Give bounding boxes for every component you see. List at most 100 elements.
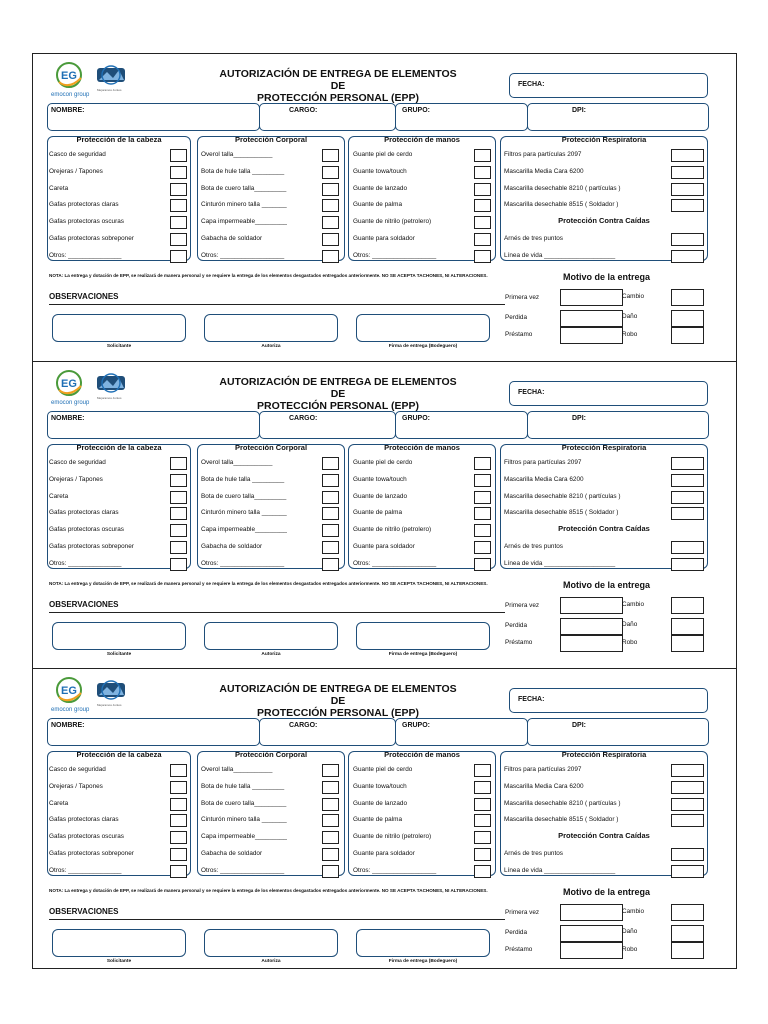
item-checkbox[interactable] [322,848,339,861]
item-checkbox[interactable] [474,831,491,845]
item-checkbox[interactable] [474,541,491,554]
item-checkbox[interactable] [474,233,491,246]
item-checkbox[interactable] [474,249,491,263]
dano-box[interactable] [671,925,704,942]
item-checkbox[interactable] [671,814,704,828]
item-checkbox[interactable] [474,764,491,777]
item-checkbox[interactable] [322,524,339,538]
item-checkbox[interactable] [170,233,187,246]
robo-box[interactable] [671,635,704,652]
cambio-box[interactable] [671,289,704,306]
item-checkbox[interactable] [170,199,187,213]
item-checkbox[interactable] [170,473,187,487]
item-checkbox[interactable] [322,557,339,571]
item-checkbox[interactable] [170,149,187,162]
item-checkbox[interactable] [474,848,491,861]
item-checkbox[interactable] [671,457,704,470]
primera-vez-box[interactable] [560,289,623,306]
item-checkbox[interactable] [322,249,339,263]
grupo-field[interactable]: GRUPO: [395,103,528,131]
fecha-field[interactable]: FECHA: [509,73,708,98]
item-checkbox[interactable] [474,524,491,538]
primera-vez-box[interactable] [560,904,623,921]
item-checkbox[interactable] [170,848,187,861]
fecha-field[interactable]: FECHA: [509,688,708,713]
item-checkbox[interactable] [474,780,491,794]
item-checkbox[interactable] [671,557,704,571]
perdida-box[interactable] [560,310,623,327]
item-checkbox[interactable] [322,797,339,811]
autoriza-signature-box[interactable] [204,314,338,342]
item-checkbox[interactable] [322,831,339,845]
dpi-field[interactable]: DPI: [527,103,709,131]
perdida-box[interactable] [560,618,623,635]
item-checkbox[interactable] [474,507,491,521]
fecha-field[interactable]: FECHA: [509,381,708,406]
cargo-field[interactable]: CARGO: [259,103,396,131]
item-checkbox[interactable] [170,524,187,538]
nombre-field[interactable]: NOMBRE: [47,718,260,746]
dpi-field[interactable]: DPI: [527,411,709,439]
solicitante-signature-box[interactable] [52,314,186,342]
item-checkbox[interactable] [322,814,339,828]
item-checkbox[interactable] [322,507,339,521]
item-checkbox[interactable] [170,490,187,504]
item-checkbox[interactable] [170,797,187,811]
item-checkbox[interactable] [474,216,491,230]
item-checkbox[interactable] [170,457,187,470]
item-checkbox[interactable] [322,541,339,554]
item-checkbox[interactable] [671,473,704,487]
item-checkbox[interactable] [671,249,704,263]
item-checkbox[interactable] [322,864,339,878]
item-checkbox[interactable] [474,814,491,828]
item-checkbox[interactable] [474,149,491,162]
prestamo-box[interactable] [560,327,623,344]
item-checkbox[interactable] [671,233,704,246]
prestamo-box[interactable] [560,635,623,652]
robo-box[interactable] [671,327,704,344]
item-checkbox[interactable] [671,199,704,213]
dpi-field[interactable]: DPI: [527,718,709,746]
item-checkbox[interactable] [474,864,491,878]
item-checkbox[interactable] [170,764,187,777]
item-checkbox[interactable] [474,165,491,179]
item-checkbox[interactable] [474,199,491,213]
autoriza-signature-box[interactable] [204,622,338,650]
item-checkbox[interactable] [170,557,187,571]
item-checkbox[interactable] [170,165,187,179]
firma-signature-box[interactable] [356,929,490,957]
item-checkbox[interactable] [322,216,339,230]
item-checkbox[interactable] [170,864,187,878]
item-checkbox[interactable] [170,831,187,845]
item-checkbox[interactable] [170,216,187,230]
firma-signature-box[interactable] [356,622,490,650]
item-checkbox[interactable] [671,780,704,794]
item-checkbox[interactable] [322,764,339,777]
item-checkbox[interactable] [671,797,704,811]
item-checkbox[interactable] [671,165,704,179]
item-checkbox[interactable] [671,764,704,777]
nombre-field[interactable]: NOMBRE: [47,411,260,439]
item-checkbox[interactable] [474,457,491,470]
item-checkbox[interactable] [322,473,339,487]
firma-signature-box[interactable] [356,314,490,342]
item-checkbox[interactable] [671,182,704,196]
item-checkbox[interactable] [474,557,491,571]
item-checkbox[interactable] [671,490,704,504]
item-checkbox[interactable] [322,165,339,179]
dano-box[interactable] [671,310,704,327]
autoriza-signature-box[interactable] [204,929,338,957]
primera-vez-box[interactable] [560,597,623,614]
item-checkbox[interactable] [322,233,339,246]
item-checkbox[interactable] [322,490,339,504]
item-checkbox[interactable] [170,507,187,521]
cargo-field[interactable]: CARGO: [259,718,396,746]
item-checkbox[interactable] [671,864,704,878]
item-checkbox[interactable] [322,149,339,162]
cambio-box[interactable] [671,904,704,921]
item-checkbox[interactable] [671,541,704,554]
grupo-field[interactable]: GRUPO: [395,411,528,439]
item-checkbox[interactable] [671,848,704,861]
item-checkbox[interactable] [170,814,187,828]
item-checkbox[interactable] [474,473,491,487]
